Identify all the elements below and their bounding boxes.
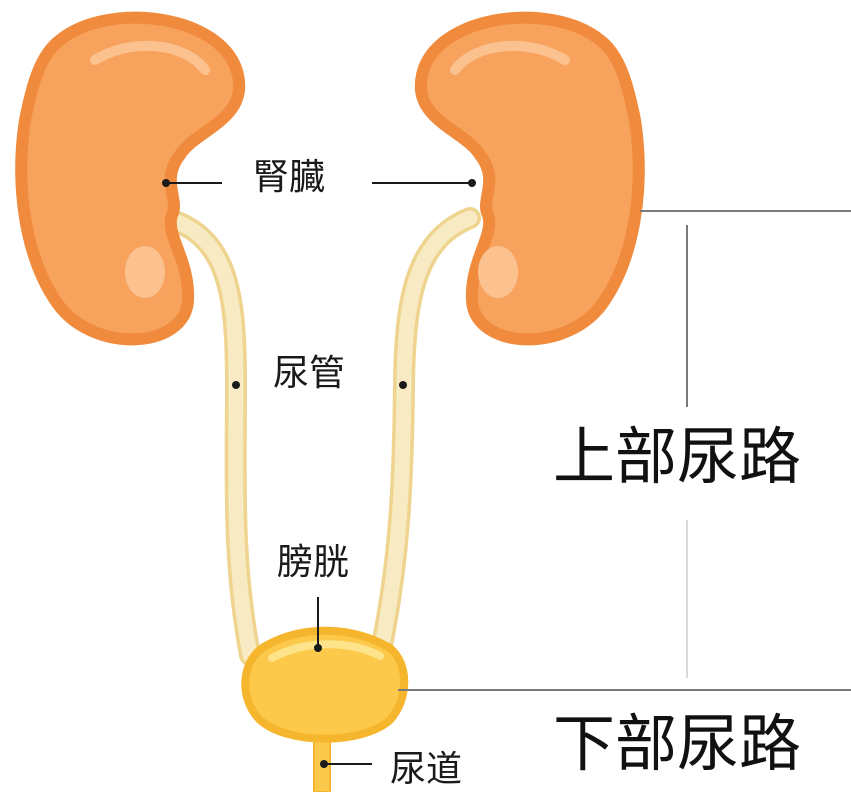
left-kidney-spot [125,246,165,298]
leader-lines [162,179,476,768]
right-kidney [414,11,645,346]
bladder [241,626,409,743]
left-kidney-highlight [90,40,210,75]
lower-urinary-tract-label: 下部尿路 [553,707,802,780]
urethra-dot [320,760,328,768]
region-brackets [398,210,851,691]
right-kidney-spot [478,246,518,298]
kidney-label: 腎臓 [253,157,326,198]
urethra-label: 尿道 [390,749,463,790]
bladder-highlight [268,640,384,662]
right-kidney-highlight [450,40,570,75]
upper-urinary-tract-label: 上部尿路 [553,420,802,493]
ureter-dot-right [399,381,407,389]
left-kidney-body [15,11,246,346]
bladder-body [241,626,409,743]
left-kidney [15,11,246,346]
ureter-dot-left [232,381,240,389]
right-kidney-body [414,11,645,346]
bladder-label: 膀胱 [277,542,350,583]
ureters [161,207,481,666]
kidney-dot-right [468,179,476,187]
kidney-dot-left [162,179,170,187]
bladder-dot [314,644,322,652]
ureter-label: 尿管 [273,353,346,394]
